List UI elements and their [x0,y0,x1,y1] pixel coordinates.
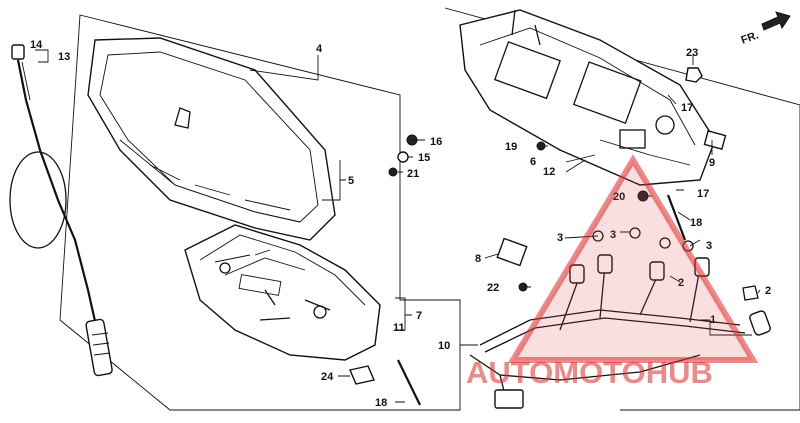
meter-case [459,9,716,186]
callout-15: 15 [418,152,430,164]
clip-8 [496,237,528,267]
front-label: FR. [739,29,760,46]
callout-3b: 3 [610,229,616,241]
callout-17a: 17 [681,102,693,114]
callout-23: 23 [686,47,698,59]
grommet-24 [349,365,375,385]
callout-13: 13 [58,51,70,63]
meter-visor [87,37,336,241]
leader-lines [35,49,761,403]
speedometer-cable [9,44,113,377]
callout-4: 4 [316,43,323,55]
rubber-9 [703,130,727,150]
callout-1: 1 [710,314,716,326]
callout-3a: 3 [557,232,563,244]
watermark: AUTOMOTOHUB [466,154,759,390]
callout-19: 19 [505,141,517,153]
callout-7: 7 [416,310,422,322]
callout-18b: 18 [375,397,387,409]
watermark-triangle [507,154,759,363]
callout-17b: 17 [697,188,709,200]
screw-18-upper [666,194,687,241]
callout-22: 22 [487,282,499,294]
callout-2b: 2 [765,285,771,297]
assembly-frame [59,14,461,411]
front-direction-indicator: FR. [739,11,791,47]
callout-16: 16 [430,136,442,148]
callout-21: 21 [407,168,419,180]
screw-18-lower [397,359,421,406]
wire-harness [469,227,771,409]
dial-face [184,224,381,361]
callout-6: 6 [530,156,536,168]
callout-24: 24 [321,371,334,383]
callout-9: 9 [709,157,715,169]
washer-15 [397,151,409,163]
callout-8: 8 [475,253,481,265]
watermark-text: AUTOMOTOHUB [466,355,713,390]
arrow-icon [761,11,791,31]
screw-21 [388,167,398,177]
nut-23 [685,67,703,83]
callout-2a: 2 [678,277,684,289]
callout-18a: 18 [690,217,702,229]
callout-labels: 1 2 2 3 3 3 4 5 6 7 8 9 10 11 12 13 14 1… [30,39,771,409]
screw-19 [536,141,546,151]
callout-10: 10 [438,340,450,352]
callout-3c: 3 [706,240,712,252]
callout-11: 11 [393,322,405,334]
callout-12: 12 [543,166,555,178]
callout-5: 5 [348,175,354,187]
callout-14: 14 [30,39,43,51]
